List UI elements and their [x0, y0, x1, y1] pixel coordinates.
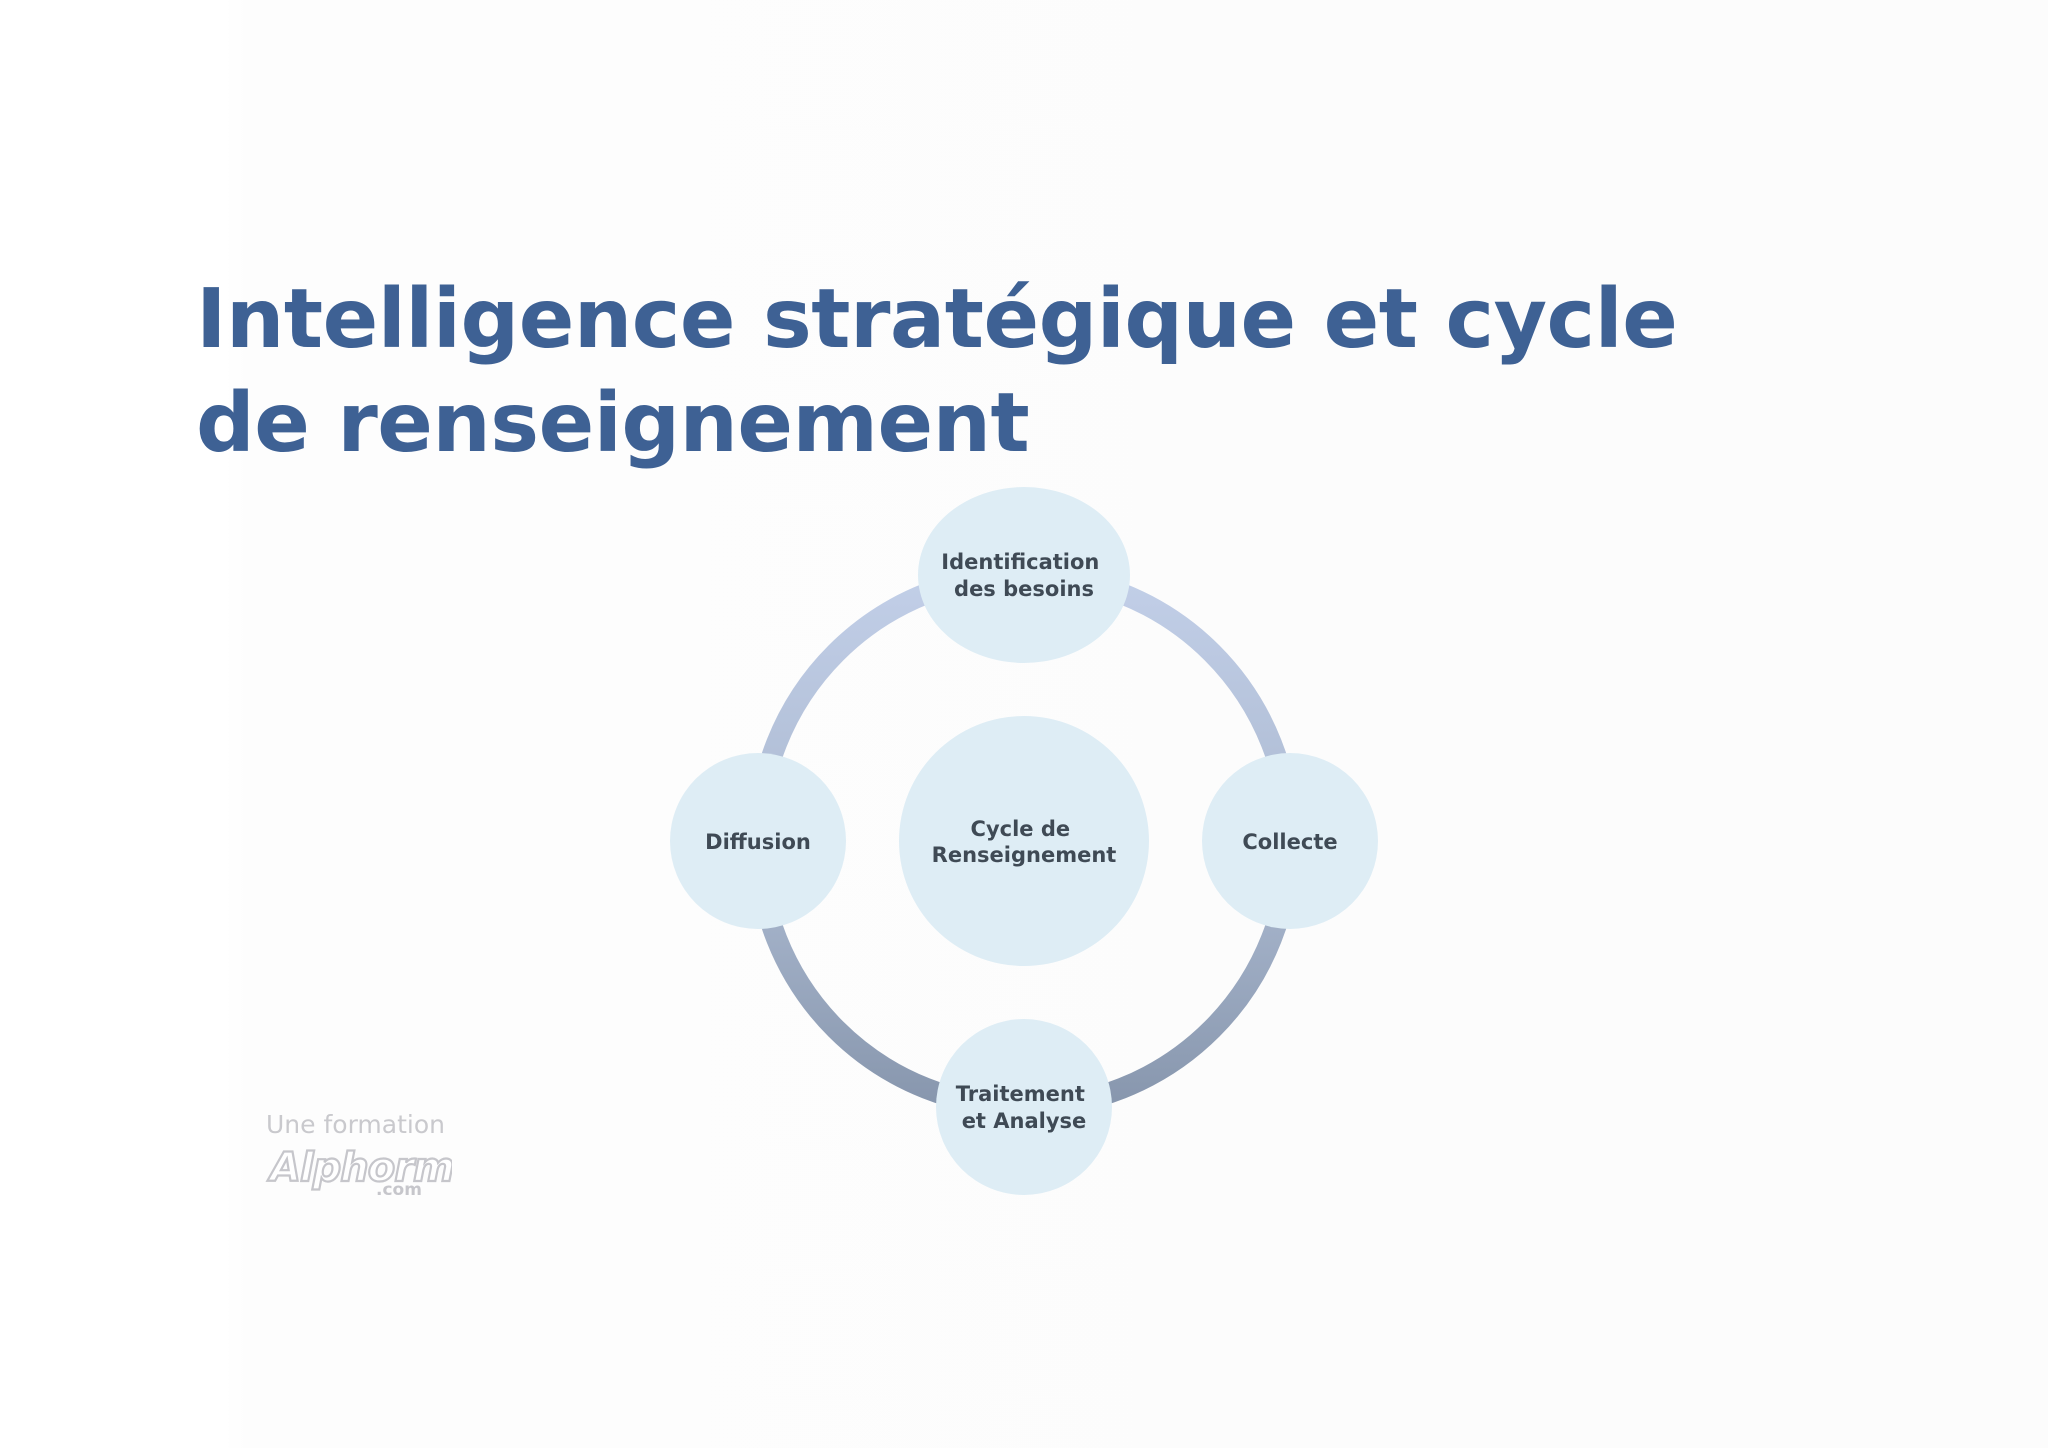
center-node-label: Cycle de Renseignement	[932, 817, 1117, 867]
alphorm-logo: Alphorm .com	[266, 1144, 452, 1199]
node-traitement-label-line-2: et Analyse	[962, 1109, 1087, 1133]
node-identification-label: Identification des besoins	[941, 550, 1106, 601]
node-diffusion-shape	[670, 753, 846, 929]
node-identification-label-line-1: Identification	[941, 550, 1099, 574]
node-traitement-shape	[936, 1019, 1112, 1195]
alphorm-logo-text: Alphorm	[267, 1145, 452, 1191]
node-identification: Identification des besoins	[918, 487, 1130, 663]
center-node-label-line-2: Renseignement	[932, 843, 1117, 867]
node-diffusion-label: Diffusion	[705, 830, 811, 854]
node-traitement-label: Traitement et Analyse	[956, 1082, 1092, 1133]
node-diffusion: Diffusion	[670, 753, 846, 929]
alphorm-branding: Une formation Alphorm .com	[262, 1110, 462, 1199]
node-collecte-shape	[1202, 753, 1378, 929]
brand-tagline: Une formation	[266, 1110, 445, 1139]
node-traitement: Traitement et Analyse	[936, 1019, 1112, 1195]
node-identification-label-line-2: des besoins	[954, 577, 1094, 601]
center-node-label-line-1: Cycle de	[971, 817, 1071, 841]
node-diffusion-label-line-1: Diffusion	[705, 830, 811, 854]
node-identification-shape	[918, 487, 1130, 663]
node-traitement-label-line-1: Traitement	[956, 1082, 1085, 1106]
node-collecte-label-line-1: Collecte	[1242, 830, 1337, 854]
center-node: Cycle de Renseignement	[899, 716, 1149, 966]
node-collecte: Collecte	[1202, 753, 1378, 929]
center-node-circle	[899, 716, 1149, 966]
node-collecte-label: Collecte	[1242, 830, 1337, 854]
slide-title: Intelligence stratégique et cycle de ren…	[196, 272, 1678, 471]
alphorm-logo-suffix: .com	[376, 1180, 422, 1199]
